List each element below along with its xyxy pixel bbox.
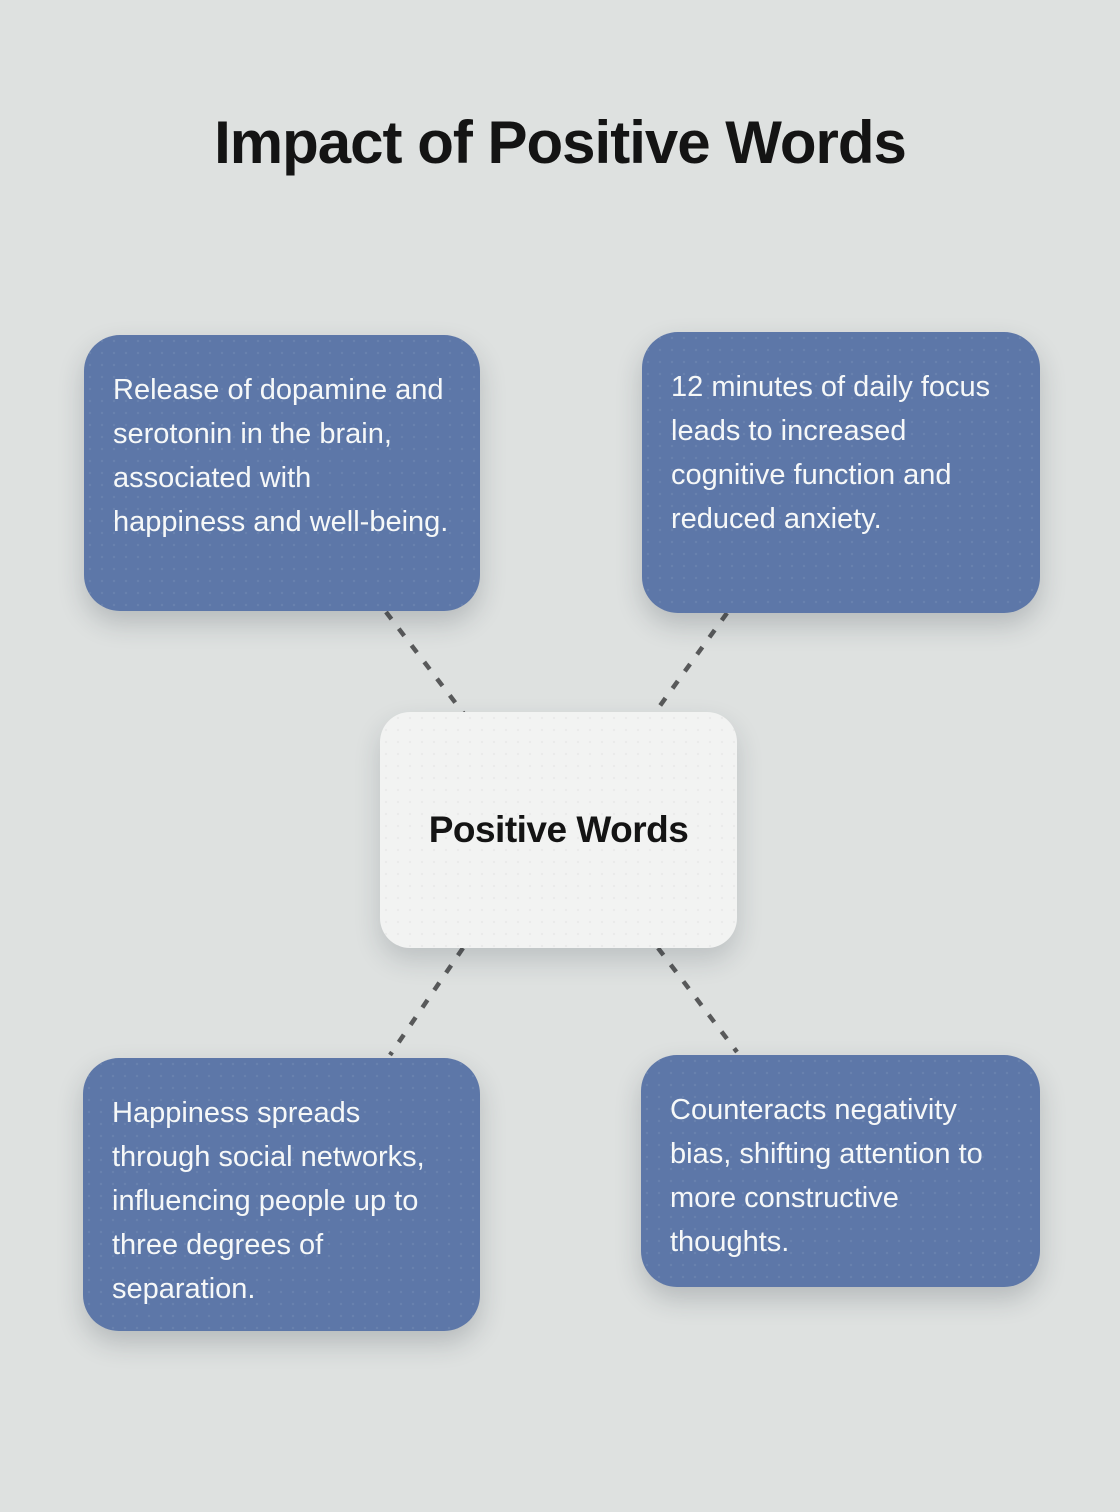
connector-top-right-to-center [652,611,729,716]
connector-center-to-bottom-right [656,946,739,1054]
node-happiness-spreads: Happiness spreads through social network… [83,1058,480,1331]
connector-center-to-bottom-left [388,946,465,1057]
connector-top-left-to-center [384,610,466,716]
page-title: Impact of Positive Words [214,109,907,176]
node-daily-focus: 12 minutes of daily focus leads to incre… [642,332,1040,613]
node-text: Release of dopamine and serotonin in the… [113,374,449,538]
center-node: Positive Words [380,712,737,948]
node-dopamine-serotonin: Release of dopamine and serotonin in the… [84,335,480,611]
node-negativity-bias: Counteracts negativity bias, shifting at… [641,1055,1040,1287]
node-text: Counteracts negativity bias, shifting at… [670,1094,983,1258]
node-text: Happiness spreads through social network… [112,1097,425,1305]
node-text: 12 minutes of daily focus leads to incre… [671,371,991,535]
center-node-label: Positive Words [428,809,689,850]
